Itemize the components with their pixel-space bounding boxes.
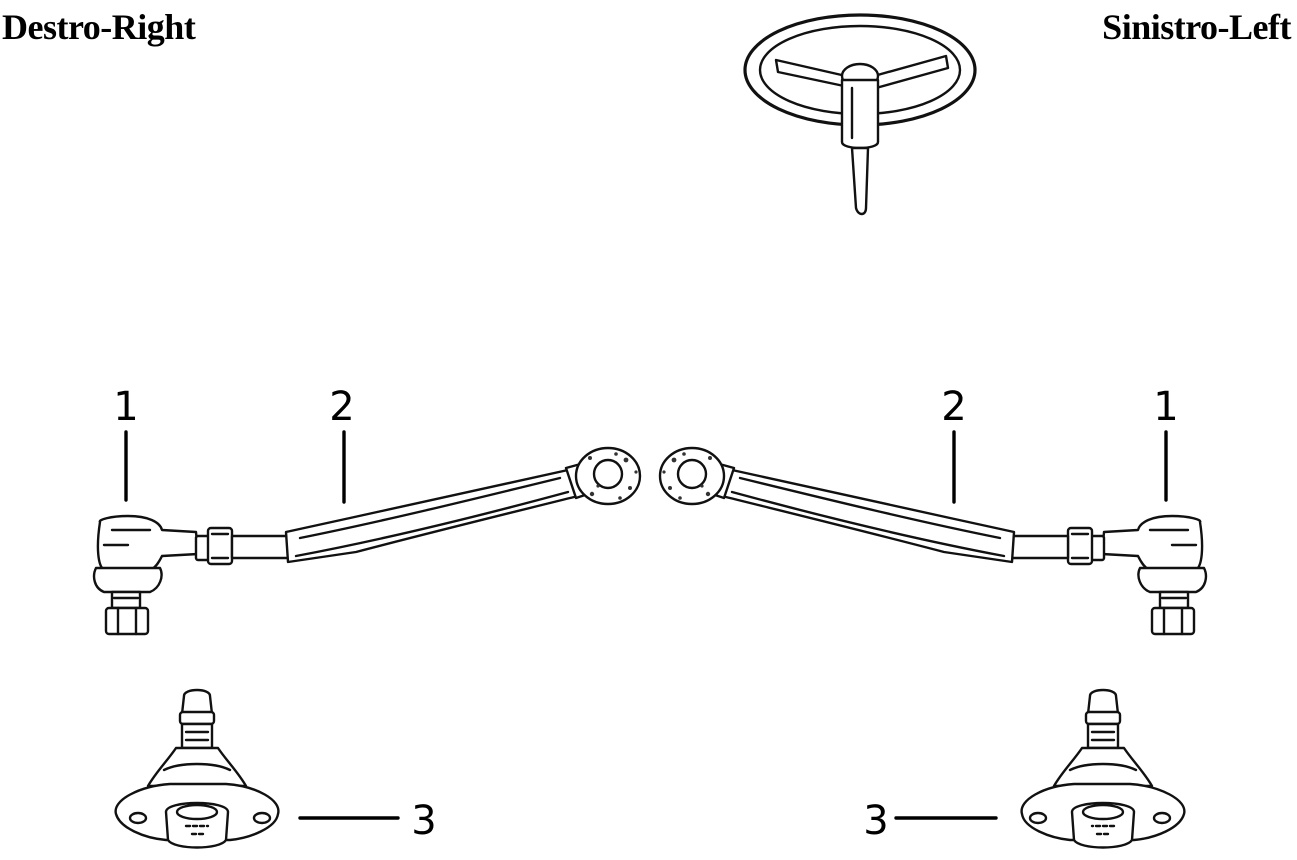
- side-label-right: Destro-Right: [2, 7, 196, 47]
- callout-3-right-side: 3: [411, 798, 436, 844]
- callout-1-right-side: 1: [113, 384, 138, 430]
- tie-rod-assembly-right-side: [92, 446, 642, 636]
- callout-2-right-side: 2: [329, 384, 354, 430]
- ball-joint-right-side: [114, 688, 280, 849]
- ball-joint-left-side: [1020, 688, 1186, 849]
- steering-wheel-icon: [743, 13, 977, 216]
- callout-1-left-side: 1: [1153, 384, 1178, 430]
- side-label-left: Sinistro-Left: [1102, 7, 1291, 47]
- tie-rod-assembly-left-side: [658, 446, 1208, 636]
- callout-2-left-side: 2: [941, 384, 966, 430]
- callout-3-left-side: 3: [863, 798, 888, 844]
